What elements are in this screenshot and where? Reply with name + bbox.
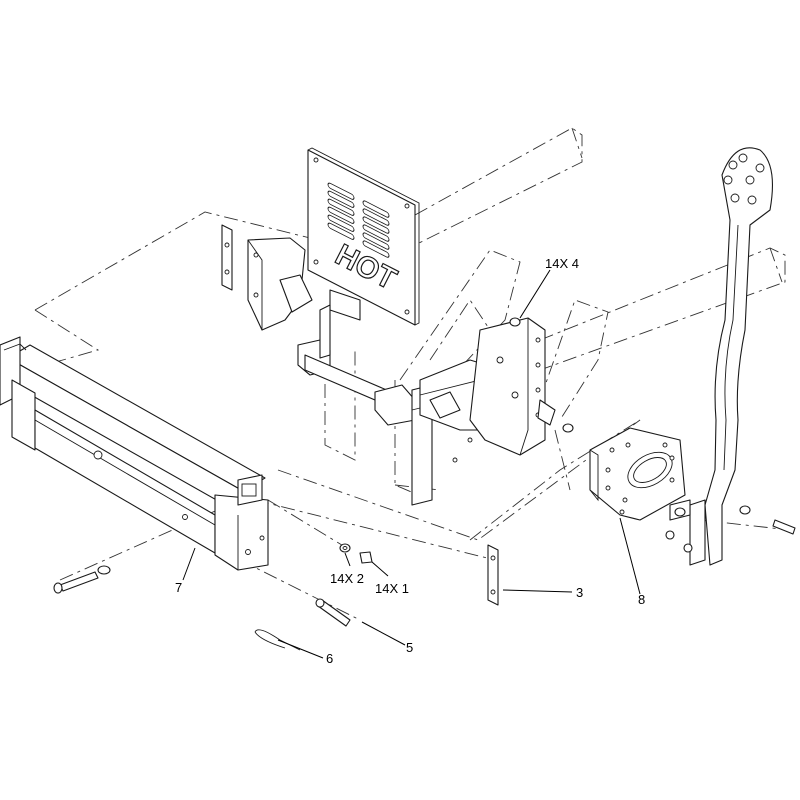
callout-14x2: 14X 2: [330, 571, 364, 586]
callout-7: 7: [175, 580, 182, 595]
callout-leaders: [182, 269, 641, 659]
callout-5: 5: [406, 640, 413, 655]
hitch-tube-7: [0, 336, 269, 571]
callout-6: 6: [326, 651, 333, 666]
fasteners: [53, 317, 796, 651]
callout-labels: 14X 4 14X 2 14X 1 3 5 6 7 8: [175, 256, 645, 666]
strap-bracket-3: [487, 544, 499, 606]
vent-slots: [327, 182, 390, 258]
callout-14x4: 14X 4: [545, 256, 579, 271]
callout-8: 8: [638, 592, 645, 607]
lever-arm: [669, 147, 773, 566]
motor-mount-assembly: [297, 289, 556, 506]
heat-shield-plate: HOT: [307, 147, 420, 326]
left-mount-bracket: [221, 224, 313, 331]
callout-14x1: 14X 1: [375, 581, 409, 596]
mounting-plate-8: [589, 427, 686, 521]
callout-3: 3: [576, 585, 583, 600]
